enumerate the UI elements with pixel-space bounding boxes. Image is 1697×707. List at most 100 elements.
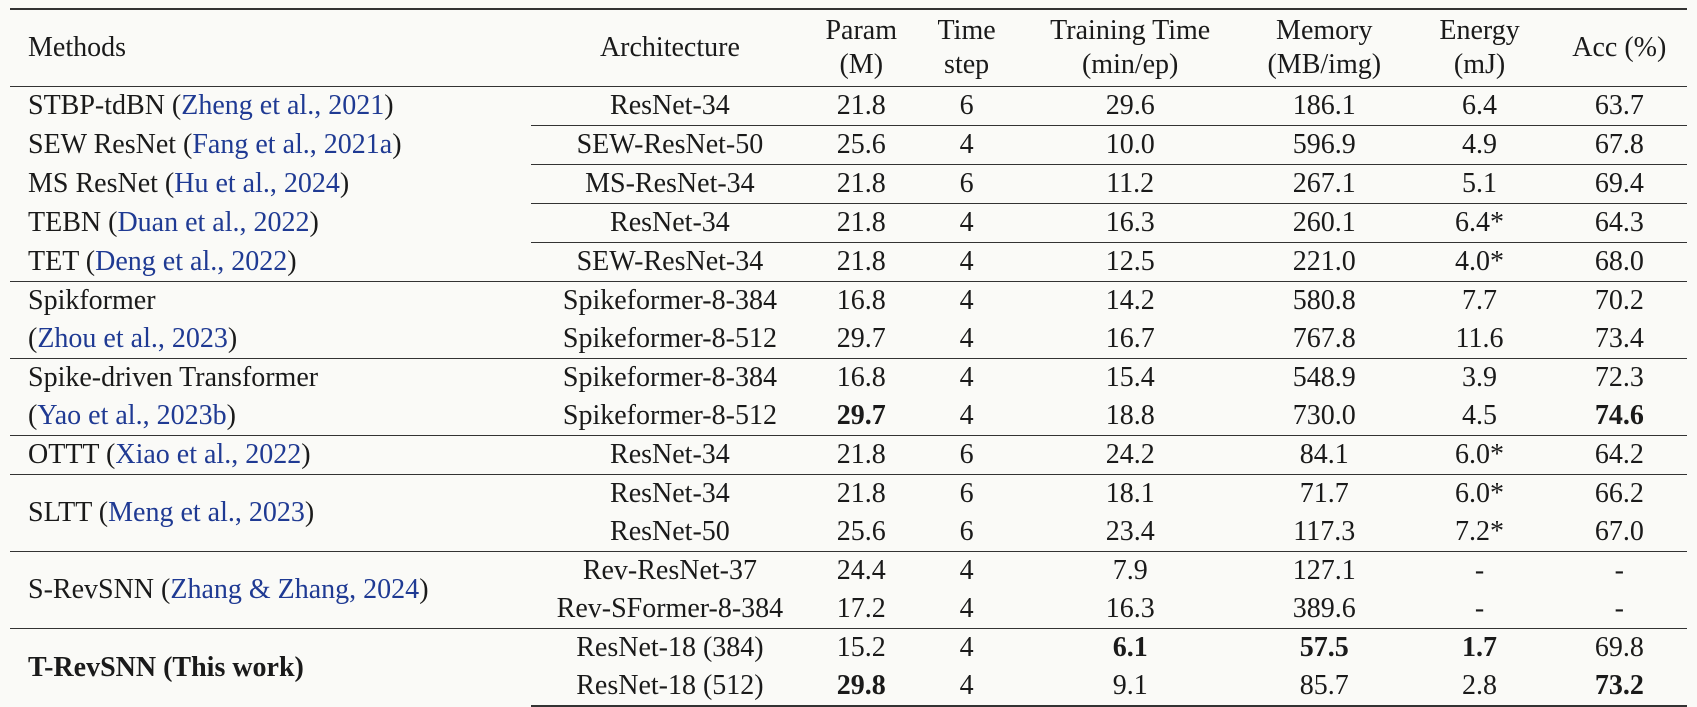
param-cell: 24.4 [808,551,914,590]
acc-cell: - [1614,593,1624,624]
param-cell: 17.2 [836,593,886,624]
table-row: MS ResNet (Hu et al., 2024) MS-ResNet-34… [10,164,1687,204]
memory-cell: 548.9 [1241,358,1408,397]
training-time-cell: 10.0 [1019,125,1242,165]
acc-cell: 70.2 [1551,281,1687,320]
citation-link[interactable]: Fang et al., 2021a [192,129,393,160]
citation-link[interactable]: Zheng et al., 2021 [181,90,385,122]
param-cell: 21.8 [808,435,914,475]
param-cell: 16.8 [808,281,914,320]
acc-cell: 69.8 [1551,628,1687,667]
header-param-line1: Param [825,15,897,46]
header-param-line2: (M) [839,49,884,80]
method-name: TEBN ( [28,207,118,238]
timestep-cell: 4 [913,125,1020,165]
timestep-cell: 4 [913,281,1020,320]
method-paren: ) [339,168,350,199]
timestep-cell: 6 [959,90,974,121]
training-time-cell: 16.3 [1019,203,1242,243]
method-paren: ) [392,129,402,160]
method-paren: ) [301,439,311,470]
citation-link[interactable]: Zhang & Zhang, 2024 [170,574,420,605]
citation-link[interactable]: Duan et al., 2022 [117,207,310,238]
method-paren: ( [28,400,38,431]
timestep-cell: 4 [913,667,1020,707]
acc-cell: 64.3 [1551,203,1687,243]
method-name: STBP-tdBN ( [28,90,182,122]
training-time-cell: 23.4 [1105,516,1155,547]
memory-cell: 127.1 [1241,551,1408,590]
param-cell: 29.8 [808,667,914,707]
training-time-cell: 24.2 [1019,435,1242,475]
architecture-cell: ResNet-34 [531,474,809,513]
memory-cell: 389.6 [1292,593,1356,624]
citation-link[interactable]: Deng et al., 2022 [95,245,288,277]
method-paren: ( [28,323,38,354]
training-time-cell: 7.9 [1019,551,1242,590]
memory-cell: 85.7 [1241,667,1408,707]
method-paren: ) [304,497,315,528]
method-paren: ) [384,90,394,122]
header-param: Param(M) [809,9,914,87]
method-name: MS ResNet ( [28,168,175,199]
acc-cell: 69.4 [1551,164,1687,204]
acc-cell: 64.2 [1551,435,1687,475]
training-time-cell: 18.8 [1105,400,1155,431]
timestep-cell: 6 [913,474,1020,513]
method-paren: ) [226,400,236,431]
method-cell: OTTT (Xiao et al., 2022) [10,435,532,475]
acc-cell: 74.6 [1594,400,1644,431]
header-energy-line1: Energy [1439,15,1520,46]
architecture-cell: Rev-ResNet-37 [531,551,809,590]
training-time-cell: 16.3 [1105,593,1155,624]
timestep-cell: 4 [959,323,974,354]
architecture-cell: MS-ResNet-34 [531,164,809,204]
citation-link[interactable]: Zhou et al., 2023 [37,323,228,354]
architecture-cell: ResNet-18 (512) [531,667,809,707]
acc-cell: 73.2 [1551,667,1687,707]
header-time-line2: step [944,49,990,80]
timestep-cell: 4 [913,551,1020,590]
header-acc: Acc (%) [1572,32,1667,63]
architecture-cell: ResNet-34 [610,90,730,121]
timestep-cell: 4 [959,400,974,431]
method-cell: (Yao et al., 2023b) [10,397,531,436]
header-time-line1: Time [937,15,996,46]
energy-cell: 6.4* [1407,203,1552,243]
header-methods: Methods [28,32,126,63]
energy-cell: 6.0* [1407,474,1552,513]
method-paren: ) [309,207,319,238]
citation-link[interactable]: Meng et al., 2023 [108,497,305,528]
acc-cell: 73.4 [1594,323,1644,354]
method-name: OTTT ( [28,439,116,470]
method-cell: Spike-driven Transformer [10,358,532,397]
method-name: SLTT ( [28,497,109,528]
memory-cell: 71.7 [1241,474,1408,513]
param-cell: 21.8 [808,164,914,204]
table-row: T-RevSNN (This work) ResNet-18 (384)15.2… [10,628,1687,706]
param-cell: 21.8 [836,90,886,121]
header-mem-line1: Memory [1276,15,1373,46]
header-train-line1: Training Time [1050,15,1211,46]
param-cell: 25.6 [836,516,886,547]
training-time-cell: 6.1 [1019,628,1242,667]
method-cell: SLTT (Meng et al., 2023) [10,474,532,552]
memory-cell: 730.0 [1292,400,1356,431]
training-time-cell: 11.2 [1019,164,1242,204]
citation-link[interactable]: Hu et al., 2024 [174,168,340,199]
energy-cell: 4.0* [1407,242,1552,282]
citation-link[interactable]: Yao et al., 2023b [37,400,227,431]
architecture-cell: Spikeformer-8-384 [531,281,809,320]
citation-link[interactable]: Xiao et al., 2022 [115,439,302,470]
architecture-cell: ResNet-34 [531,435,809,475]
param-cell: 21.8 [808,474,914,513]
training-time-cell: 14.2 [1019,281,1242,320]
memory-cell: 84.1 [1241,435,1408,475]
